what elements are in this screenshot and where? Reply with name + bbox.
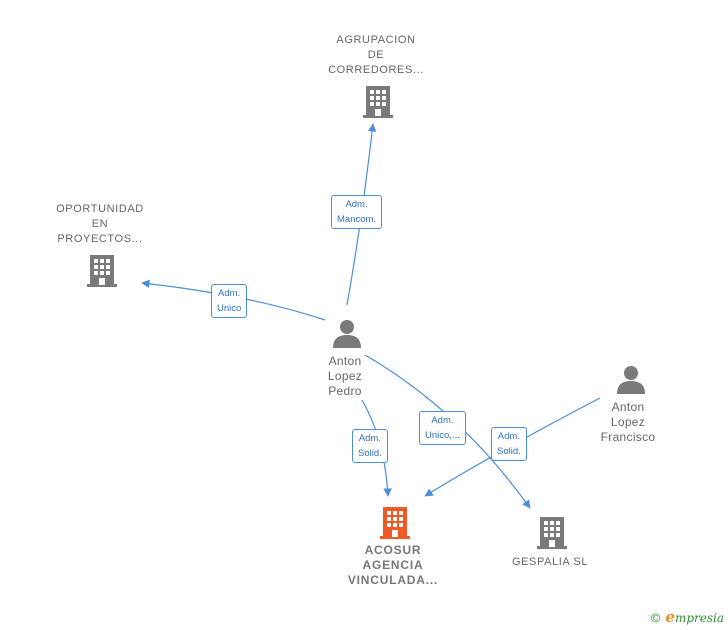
node-label-anton-pedro[interactable]: Anton Lopez Pedro bbox=[327, 354, 363, 398]
node-label-gespalia[interactable]: GESPALIA SL bbox=[511, 556, 589, 568]
edge-label-pedro-gespalia: Adm.Unico,... bbox=[419, 411, 466, 445]
node-label-acosur[interactable]: ACOSUR AGENCIA VINCULADA... bbox=[347, 543, 439, 587]
building-icon-agrupacion[interactable] bbox=[363, 86, 393, 118]
node-label-anton-francisco[interactable]: Anton Lopez Francisco bbox=[600, 400, 656, 444]
edge-label-pedro-oportunidad: Adm.Unico bbox=[211, 284, 248, 318]
brand-name: mpresia bbox=[674, 611, 724, 625]
empresia-logo[interactable]: © empresia bbox=[650, 608, 724, 626]
brand-initial: e bbox=[665, 608, 675, 626]
person-icon-anton-pedro[interactable] bbox=[333, 320, 361, 348]
building-icon-oportunidad[interactable] bbox=[87, 255, 117, 287]
edge-label-pedro-acosur: Adm.Solid. bbox=[352, 429, 388, 463]
node-label-oportunidad[interactable]: OPORTUNIDAD EN PROYECTOS... bbox=[56, 203, 144, 245]
building-icon-gespalia[interactable] bbox=[537, 517, 567, 549]
building-icon-acosur[interactable] bbox=[380, 507, 410, 539]
copyright-icon: © bbox=[649, 611, 662, 625]
node-label-agrupacion[interactable]: AGRUPACION DE CORREDORES... bbox=[328, 34, 424, 76]
person-icon-anton-francisco[interactable] bbox=[617, 366, 645, 394]
edge-label-pedro-agrupacion: Adm.Mancom. bbox=[331, 195, 383, 229]
edge-label-francisco-acosur: Adm.Solid. bbox=[491, 427, 527, 461]
